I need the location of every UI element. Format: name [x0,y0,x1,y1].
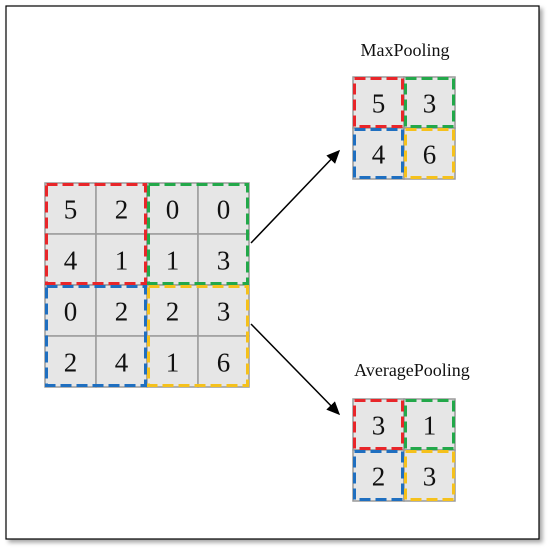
average-pooling-quadrant-top-left [353,399,404,450]
input-grid-cell-value: 6 [217,348,231,378]
average-pooling-cell-value: 3 [423,462,437,492]
input-grid-cell-value: 2 [166,297,180,327]
input-grid-cell-value: 3 [217,246,231,276]
input-grid: 5 2 0 0 4 1 1 3 0 2 2 3 2 4 1 6 [44,182,250,388]
input-grid-cell-value: 4 [115,348,129,378]
input-grid-cell [44,335,97,388]
input-grid-cell [44,182,97,235]
max-pooling-quadrant-top-left [353,77,404,128]
average-pooling-cell [352,398,405,451]
input-grid-cell-value: 3 [217,297,231,327]
input-grid-cell-value: 0 [166,195,180,225]
max-pooling-label: MaxPooling [360,40,449,60]
input-grid-quadrant-bottom-left [45,285,147,387]
input-grid-cell-value: 1 [166,348,180,378]
max-pooling-quadrant-top-right [404,77,455,128]
input-grid-cell [146,284,199,337]
average-pooling-label: AveragePooling [354,360,470,380]
arrow-to-average-pooling [250,323,341,416]
max-pooling-cell-value: 5 [372,89,386,119]
max-pooling-cell-value: 4 [372,140,386,170]
max-pooling-quadrant-bottom-left [353,128,404,179]
input-grid-cell-value: 2 [115,297,129,327]
average-pooling-quadrant-bottom-right [404,450,455,501]
max-pooling-cell-value: 3 [423,89,437,119]
max-pooling-quadrant-bottom-right [404,128,455,179]
arrow-to-max-pooling [250,149,341,244]
input-grid-quadrant-top-right [147,183,249,285]
input-grid-cell [197,335,250,388]
max-pooling-grid: 5 3 4 6 [352,76,456,180]
input-grid-cell-value: 5 [64,195,78,225]
average-pooling-cell-value: 3 [372,411,386,441]
input-grid-quadrant-bottom-right [147,285,249,387]
max-pooling-cell [352,76,405,129]
max-pooling-cell-value: 6 [423,140,437,170]
input-grid-quadrant-top-left [45,183,147,285]
average-pooling-cell-value: 2 [372,462,386,492]
input-grid-cell-value: 1 [166,246,180,276]
input-grid-cell-value: 2 [115,195,129,225]
average-pooling-grid: 3 1 2 3 [352,398,456,502]
input-grid-cell-value: 1 [115,246,129,276]
input-grid-cell-value: 2 [64,348,78,378]
input-grid-cell-value: 0 [64,297,78,327]
average-pooling-cell-value: 1 [423,411,437,441]
input-grid-cell-value: 4 [64,246,78,276]
average-pooling-quadrant-top-right [404,399,455,450]
average-pooling-quadrant-bottom-left [353,450,404,501]
input-grid-cell-value: 0 [217,195,231,225]
